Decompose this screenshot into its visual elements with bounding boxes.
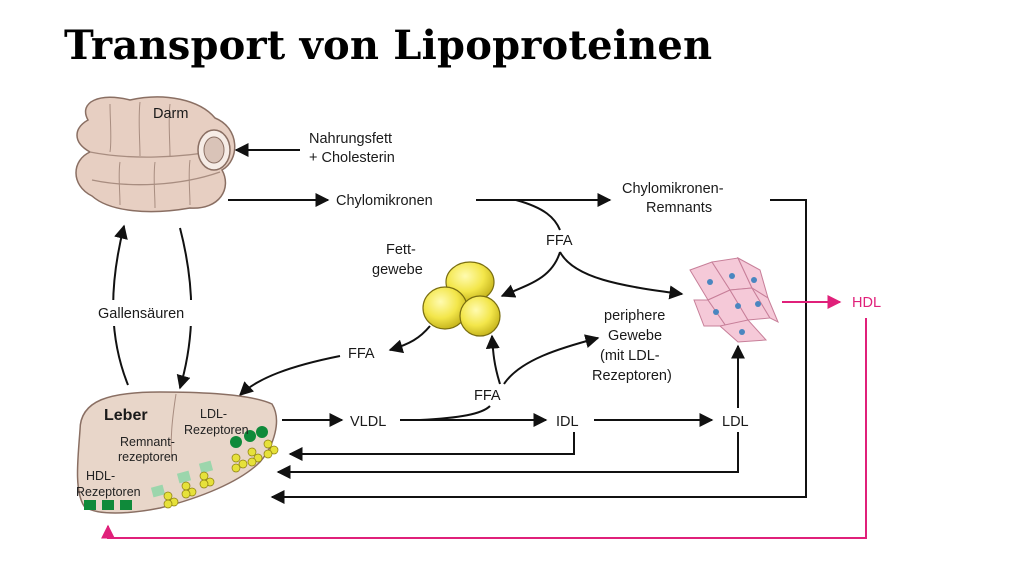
arrow-remnants-to-leber [270,199,807,504]
arrow-fett-to-ffa [388,325,431,354]
label-periphere: periphere [604,308,665,324]
arrow-ffa-to-periphere [559,251,684,300]
label-idl: IDL [556,414,579,430]
label-nahrungsfett: Nahrungsfett [309,131,392,147]
label-remnant-2: rezeptoren [118,450,178,464]
label-hdl-rez-1: HDL- [86,469,115,483]
line-vldl-to-ffa [419,405,491,421]
label-chylomikronen: Chylomikronen [336,193,433,209]
arrow-ffa-to-fettgewebe [500,251,561,298]
label-gewebe-2: Gewebe [608,328,662,344]
label-gallensaeuren: Gallensäuren [98,306,184,322]
intestine-illustration [75,96,236,213]
label-chylo-remnants-2: Remnants [646,200,712,216]
label-hdl-rez-2: Rezeptoren [76,485,141,499]
arrow-ldl-to-leber [276,432,739,479]
label-ldl-rez-2: Rezeptoren [184,423,249,437]
label-chylo-remnants-1: Chylomikronen- [622,181,724,197]
arrow-idl-to-leber [288,432,575,461]
line-chylo-to-ffa [515,199,561,231]
peripheral-tissue-illustration [689,256,779,343]
label-mit-ldl: (mit LDL- [600,348,660,364]
label-ffa-mid: FFA [474,388,501,404]
page-title: Transport von Lipoproteinen [64,22,713,69]
liver-illustration [76,391,279,514]
arrow-hdl-to-leber [101,318,867,539]
arrow-ffa-to-periphere-2 [503,334,600,385]
label-remnant-1: Remnant- [120,435,175,449]
fat-cells-illustration [422,261,501,337]
label-hdl: HDL [852,295,881,311]
arrow-ffa-to-fettgewebe-2 [485,334,501,385]
label-fett: Fett- [386,242,416,258]
label-leber: Leber [104,407,148,424]
label-rezeptoren: Rezeptoren) [592,368,672,384]
label-gewebe: gewebe [372,262,423,278]
label-ffa-left: FFA [348,346,375,362]
label-cholesterin: + Cholesterin [309,150,395,166]
label-vldl: VLDL [350,414,386,430]
label-ffa-top: FFA [546,233,573,249]
label-ldl-rez-1: LDL- [200,407,227,421]
label-ldl: LDL [722,414,749,430]
label-darm: Darm [153,106,188,122]
arrow-ffa-to-leber [238,355,341,396]
